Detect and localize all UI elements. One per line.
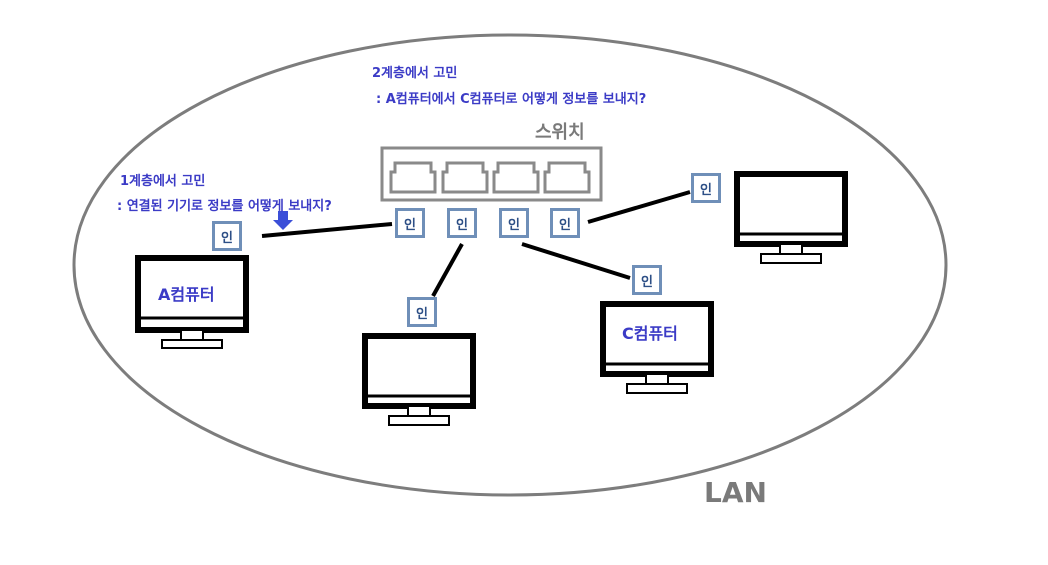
layer2-title: 2계층에서 고민 [372,66,458,81]
switch-label: 스위치 [535,122,585,143]
layer1-question: : 연결된 기기로 정보를 어떻게 보내지? [117,199,332,214]
layer1-title: 1계층에서 고민 [120,174,206,189]
cable-c [521,242,631,280]
computer-c-label: C컴퓨터 [622,324,678,343]
computer-a [135,255,249,349]
nic-computer-c: 인 [632,265,662,295]
lan-label: LAN [704,476,767,509]
arrow-down-icon [273,211,293,230]
nic-computer-a: 인 [212,221,242,251]
cable-a [261,222,393,238]
switch-port-1 [389,161,437,194]
cable-right-pc [587,190,691,224]
nic-switch-port-3: 인 [499,208,529,238]
nic-computer-bottom: 인 [407,297,437,327]
cable-bottom-pc [431,243,464,297]
switch-port-4 [543,161,591,194]
computer-right [734,171,848,264]
nic-switch-port-2: 인 [447,208,477,238]
computer-c [600,301,714,394]
switch [380,146,603,202]
switch-port-2 [441,161,489,194]
nic-switch-port-4: 인 [550,208,580,238]
switch-port-3 [492,161,540,194]
computer-bottom [362,333,476,426]
layer2-question: : A컴퓨터에서 C컴퓨터로 어떻게 정보를 보내지? [376,92,647,107]
nic-switch-port-1: 인 [395,208,425,238]
computer-a-label: A컴퓨터 [158,285,215,304]
lan-boundary [72,33,948,497]
nic-computer-right: 인 [691,173,721,203]
